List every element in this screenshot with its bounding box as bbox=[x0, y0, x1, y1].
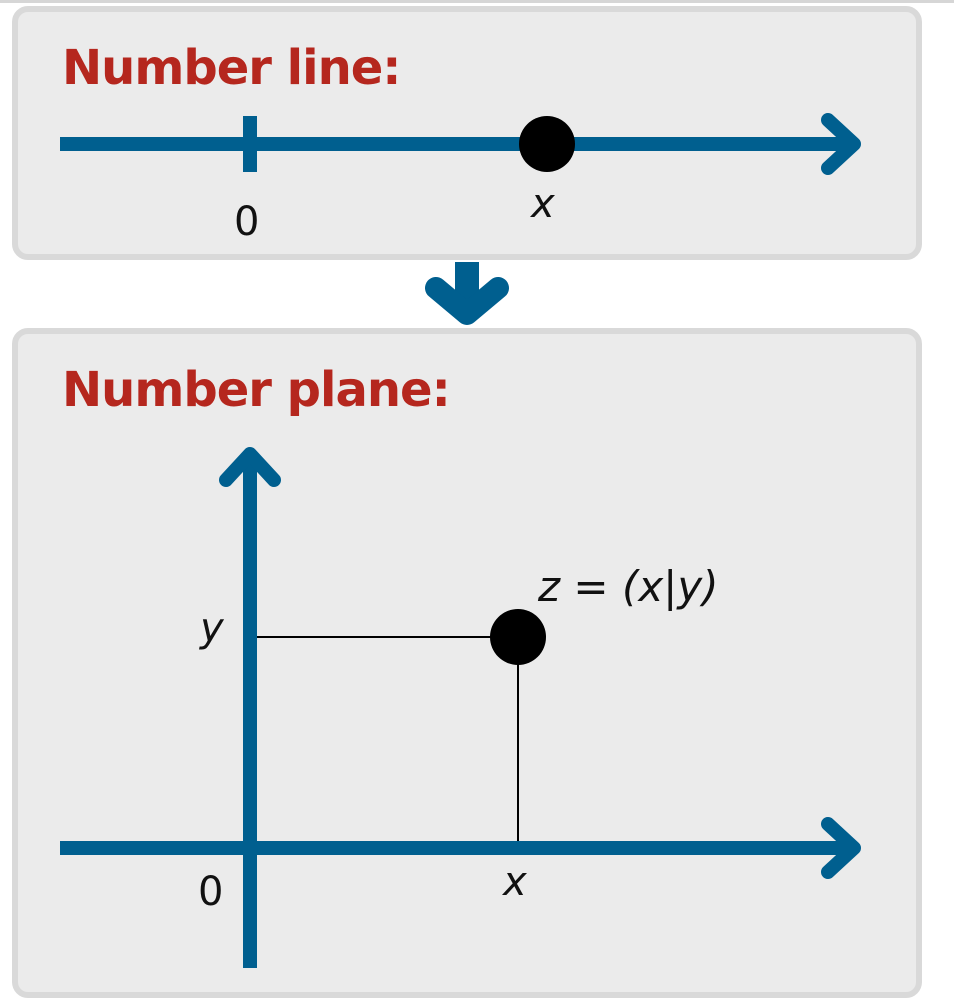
number-plane-heading: Number plane: bbox=[62, 362, 451, 418]
y-axis-arrowhead bbox=[219, 447, 281, 487]
number-plane-panel bbox=[12, 328, 922, 998]
x-axis-arrowhead bbox=[821, 817, 861, 879]
number-line-arrowhead bbox=[821, 113, 861, 175]
number-plane bbox=[60, 447, 861, 968]
plane-x-label: x bbox=[503, 859, 527, 905]
number-line-point-label: x bbox=[531, 181, 555, 227]
plane-y-label: y bbox=[200, 605, 224, 651]
plane-point bbox=[490, 609, 546, 665]
plane-origin-label: 0 bbox=[198, 869, 224, 915]
top-divider bbox=[0, 0, 954, 3]
number-line bbox=[60, 113, 861, 175]
chevron-down-icon bbox=[425, 262, 509, 325]
number-line-heading: Number line: bbox=[62, 40, 401, 96]
number-line-panel bbox=[12, 6, 922, 260]
plane-point-label: z = (x|y) bbox=[538, 562, 719, 611]
number-line-point bbox=[519, 116, 575, 172]
number-line-origin-label: 0 bbox=[234, 199, 260, 245]
